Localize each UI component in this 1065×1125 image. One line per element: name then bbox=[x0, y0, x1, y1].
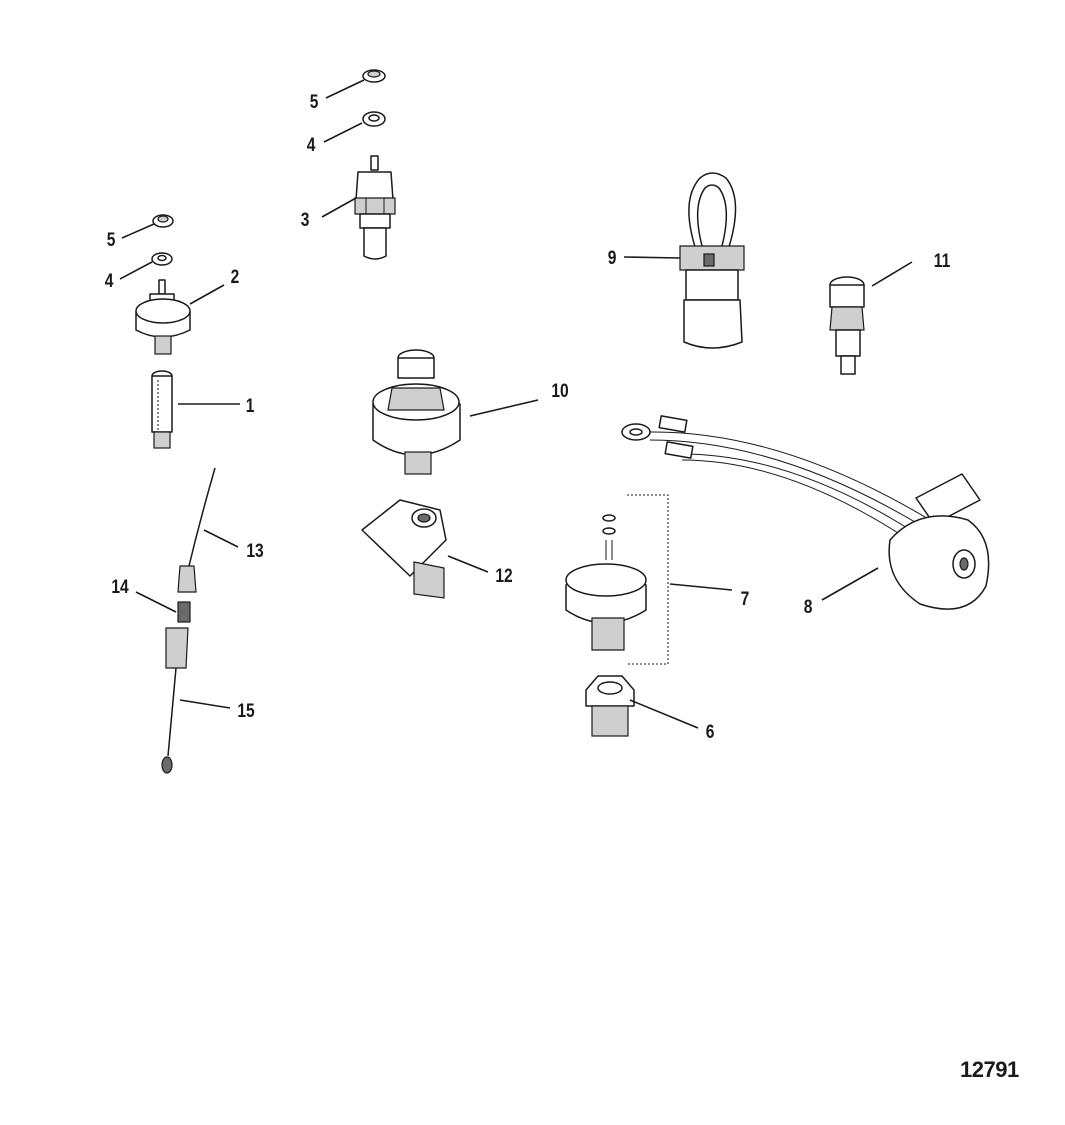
callout-7: 7 bbox=[741, 588, 750, 610]
leader-4b bbox=[119, 261, 153, 280]
part-3-sender bbox=[354, 155, 396, 260]
callout-labels: 5 4 3 5 4 2 1 9 11 10 13 14 12 15 7 8 6 bbox=[105, 91, 951, 743]
callout-9: 9 bbox=[608, 247, 617, 269]
leader-lines bbox=[119, 79, 913, 729]
leader-6 bbox=[629, 699, 699, 729]
callout-3: 3 bbox=[301, 209, 310, 231]
callout-5-lower: 5 bbox=[107, 229, 116, 251]
leader-9 bbox=[623, 256, 681, 259]
leader-2 bbox=[189, 284, 225, 305]
leader-4a bbox=[323, 122, 363, 143]
part-8-harness bbox=[621, 415, 990, 610]
part-11-sender bbox=[829, 276, 865, 375]
callout-2: 2 bbox=[231, 266, 240, 288]
part-12-elbow-fitting bbox=[361, 499, 447, 599]
callout-10: 10 bbox=[551, 380, 568, 402]
part-4-washer-lower bbox=[151, 252, 173, 266]
callout-6: 6 bbox=[706, 721, 715, 743]
leader-12 bbox=[447, 555, 489, 573]
callout-13: 13 bbox=[246, 540, 264, 562]
part-5-nut-upper bbox=[362, 69, 386, 83]
part-7-pressure-switch bbox=[565, 494, 669, 665]
part-2-pressure-sender bbox=[135, 279, 191, 355]
leader-3 bbox=[321, 197, 357, 218]
part-1-adapter bbox=[151, 370, 173, 449]
callout-5-upper: 5 bbox=[310, 91, 319, 113]
leader-15 bbox=[179, 699, 231, 709]
part-6-adapter bbox=[585, 675, 635, 737]
callout-15: 15 bbox=[237, 700, 255, 722]
leader-10 bbox=[469, 399, 539, 417]
part-13-14-15-cable-assembly bbox=[161, 467, 216, 774]
leader-5b bbox=[121, 223, 155, 239]
part-5-nut-lower bbox=[152, 214, 174, 228]
callout-4-upper: 4 bbox=[307, 134, 316, 156]
leader-11 bbox=[871, 261, 913, 287]
leader-13 bbox=[203, 529, 239, 548]
part-10-knock-sensor bbox=[372, 349, 461, 475]
callout-8: 8 bbox=[804, 596, 813, 618]
callout-4-lower: 4 bbox=[105, 270, 114, 292]
callout-1: 1 bbox=[246, 395, 255, 417]
leader-8 bbox=[821, 567, 879, 601]
leader-14 bbox=[135, 591, 177, 613]
callout-11: 11 bbox=[934, 250, 951, 272]
drawing-number: 12791 bbox=[960, 1057, 1019, 1082]
callout-12: 12 bbox=[495, 565, 512, 587]
leader-7 bbox=[669, 583, 733, 591]
part-4-washer-upper bbox=[362, 111, 386, 127]
leader-5a bbox=[325, 79, 365, 99]
part-9-connector bbox=[679, 172, 745, 349]
callout-14: 14 bbox=[111, 576, 129, 598]
